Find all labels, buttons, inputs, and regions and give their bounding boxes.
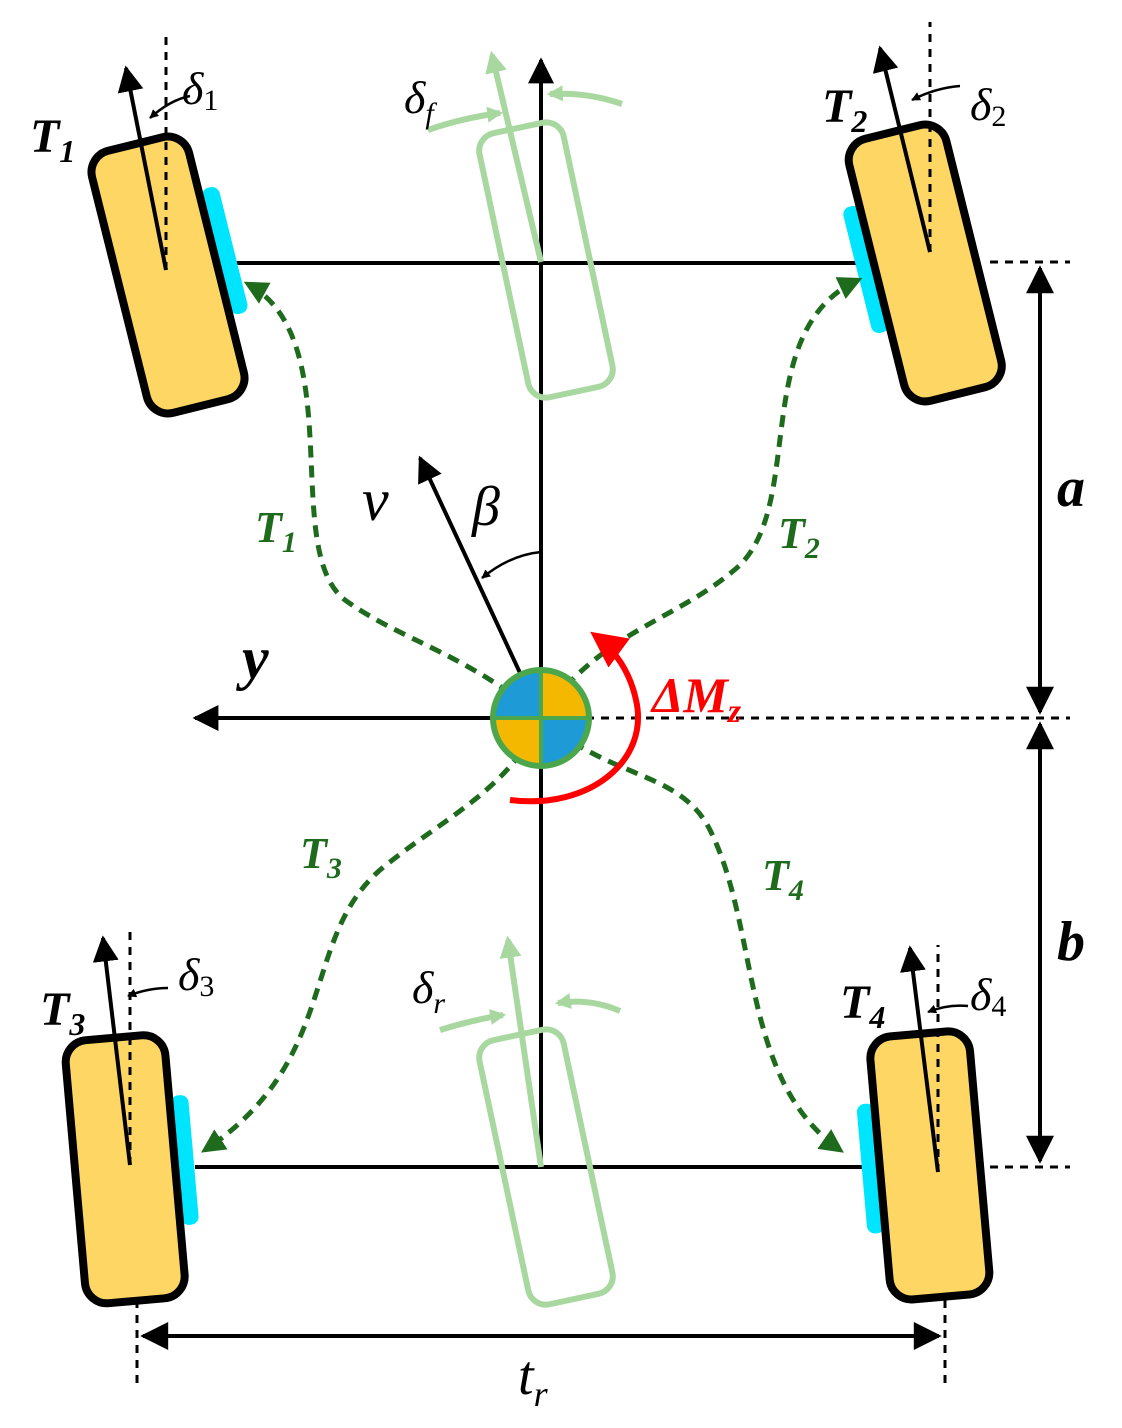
wheel-rear-left (61, 928, 199, 1308)
sideslip-label: β (471, 476, 500, 538)
center-of-gravity-icon (490, 667, 592, 769)
steer-angle-label-4: δ4 (970, 969, 1006, 1023)
torque-path-label-2: T2 (778, 509, 820, 565)
tire-accent (202, 186, 248, 315)
torque-path-label-4: T4 (762, 851, 804, 907)
dimension-arrows (140, 265, 1054, 1350)
wheel-torque-label-3: T3 (40, 983, 85, 1042)
torque-path-label-1: T1 (255, 503, 297, 559)
wheel-icon (844, 120, 1006, 406)
steer-angle-label-3: δ3 (178, 949, 214, 1003)
chassis-frame (192, 57, 865, 1169)
torque-path-3 (201, 717, 544, 1153)
wheel-icon (61, 1031, 189, 1308)
wheel-icon (866, 1027, 994, 1304)
reference-dashed-lines (135, 260, 1070, 1385)
wheel-icon (87, 132, 249, 418)
yaw-moment-label: ΔMz (650, 667, 742, 730)
steer-angle-label-front: δf (404, 72, 437, 130)
wheel-torque-label-2: T2 (822, 80, 867, 139)
wheel-front-left (87, 30, 249, 418)
rear-ghost-wheel (439, 935, 622, 1308)
front-ghost-wheel (427, 50, 623, 401)
wheel-rear-right (856, 945, 994, 1304)
velocity-label: v (362, 467, 389, 533)
torque-path-2 (538, 277, 863, 720)
wheel-front-right (843, 22, 1006, 406)
torque-paths (201, 277, 863, 1153)
torque-path-4 (539, 716, 844, 1153)
yaw-moment-arrow (509, 631, 641, 805)
tire-accent (843, 205, 889, 334)
wheel-torque-label-4: T4 (840, 976, 885, 1035)
dimension-a-label: a (1057, 457, 1085, 519)
torque-path-label-3: T3 (300, 829, 342, 885)
dimension-b-label: b (1057, 911, 1085, 973)
steer-angle-label-2: δ2 (970, 79, 1006, 133)
wheel-torque-label-1: T1 (30, 110, 75, 169)
y-axis-label: y (236, 625, 269, 691)
steer-angle-label-rear: δr (412, 962, 445, 1020)
tire-accent (856, 1103, 885, 1234)
track-width-label: tr (518, 1345, 549, 1414)
steer-angle-label-1: δ1 (182, 63, 218, 117)
torque-path-1 (243, 281, 543, 720)
tire-accent (170, 1095, 199, 1225)
